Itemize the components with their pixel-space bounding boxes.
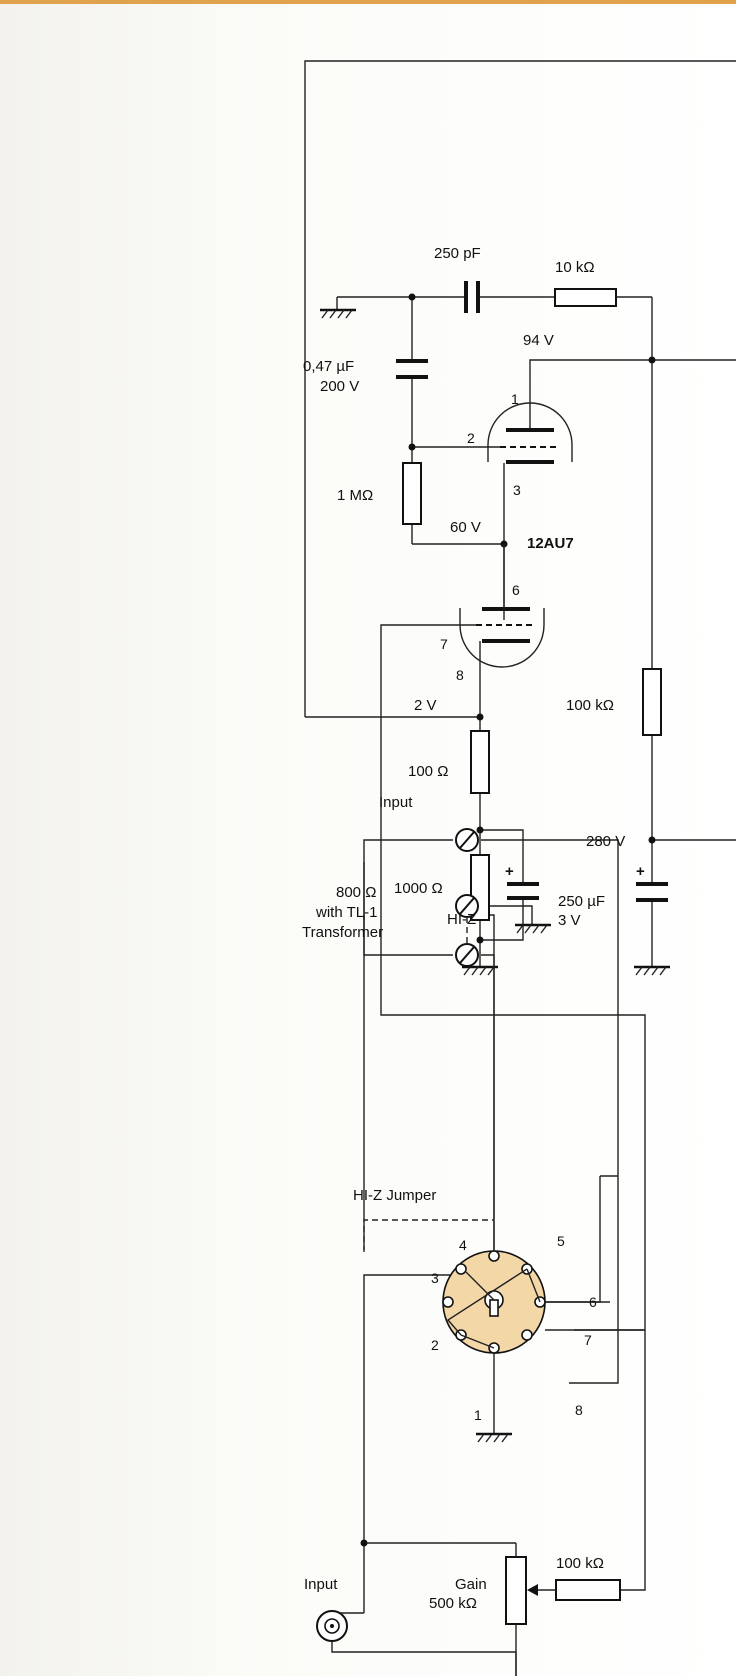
gain-potentiometer: [505, 1556, 556, 1625]
pin-label-8: 8: [456, 667, 464, 683]
socket-pin-2: 2: [431, 1337, 439, 1353]
hiz-wire: [481, 954, 495, 1220]
label-input-top: Input: [379, 794, 413, 811]
wires: [304, 60, 736, 1676]
label-250uf-voltage: 3 V: [558, 912, 581, 929]
pin-label-1: 1: [511, 391, 519, 407]
ground-symbols: [320, 308, 670, 1443]
resistor-10k: [554, 288, 617, 307]
ground-terminal: [515, 923, 551, 934]
tube-upper-triode: [487, 402, 573, 464]
label-hiz-jumper: HI-Z Jumper: [353, 1187, 436, 1204]
label-100k-gain: 100 kΩ: [556, 1555, 604, 1572]
resistor-100: [470, 730, 490, 794]
label-10k: 10 kΩ: [555, 259, 595, 276]
label-1m: 1 MΩ: [337, 487, 373, 504]
label-100k-plate: 100 kΩ: [566, 697, 614, 714]
ground-top-left: [320, 308, 356, 319]
label-with-tl1: with TL-1: [315, 904, 377, 921]
capacitor-250uf-cathode: [507, 882, 539, 900]
label-tube: 12AU7: [527, 535, 574, 552]
capacitor-047uf: [396, 359, 428, 379]
label-60v: 60 V: [450, 519, 481, 536]
label-plus-supply: +: [636, 863, 645, 880]
socket-pin6-lead: [544, 1249, 601, 1303]
label-hiz: HI-Z: [447, 911, 476, 928]
input-jack-icon: [316, 1610, 348, 1642]
octal-socket: [442, 1250, 610, 1354]
socket-pin-7: 7: [584, 1332, 592, 1348]
capacitor-supply: [636, 882, 668, 902]
ground-socket: [476, 1432, 512, 1443]
label-250pf: 250 pF: [434, 245, 481, 262]
socket-pin-6: 6: [589, 1294, 597, 1310]
label-94v: 94 V: [523, 332, 554, 349]
label-transformer: Transformer: [302, 924, 383, 941]
capacitor-250pf: [464, 281, 480, 313]
label-047uf: 0,47 µF: [303, 358, 354, 375]
label-100: 100 Ω: [408, 763, 448, 780]
label-plus-cathode: +: [505, 863, 514, 880]
screw-terminal-input: [455, 828, 479, 852]
label-input-jack: Input: [304, 1576, 338, 1593]
pin-label-2: 2: [467, 430, 475, 446]
label-280v: 280 V: [586, 833, 625, 850]
socket-pin-5: 5: [557, 1233, 565, 1249]
pin-label-7: 7: [440, 636, 448, 652]
top-accent-bar: [0, 0, 736, 4]
socket-pin-1: 1: [474, 1407, 482, 1423]
tube-lower-triode: [459, 544, 545, 668]
screw-terminal-hiz: [455, 943, 479, 967]
resistor-1m: [402, 462, 422, 525]
label-047uf-voltage: 200 V: [320, 378, 359, 395]
pin-label-3: 3: [513, 482, 521, 498]
label-gain: Gain: [455, 1576, 487, 1593]
resistor-100k-plate: [642, 668, 662, 736]
pin-label-6: 6: [512, 582, 520, 598]
label-1000: 1000 Ω: [394, 880, 443, 897]
socket-pin-3: 3: [431, 1270, 439, 1286]
label-250uf: 250 µF: [558, 893, 605, 910]
label-800: 800 Ω: [336, 884, 376, 901]
socket-pin-8: 8: [575, 1402, 583, 1418]
ground-cathode: [462, 965, 498, 976]
label-2v: 2 V: [414, 697, 437, 714]
label-gain-value: 500 kΩ: [429, 1595, 477, 1612]
component-labels: 250 pF 10 kΩ 94 V 0,47 µF 200 V 1 MΩ 60 …: [302, 245, 645, 1612]
junction-dots: [360, 293, 656, 1547]
socket-pin-4: 4: [459, 1237, 467, 1253]
resistor-100k-gain: [555, 1579, 621, 1601]
ground-supply: [634, 965, 670, 976]
pin-labels: 1 2 3 6 7 8 1 2 3 4 5 6 7 8: [431, 391, 597, 1423]
